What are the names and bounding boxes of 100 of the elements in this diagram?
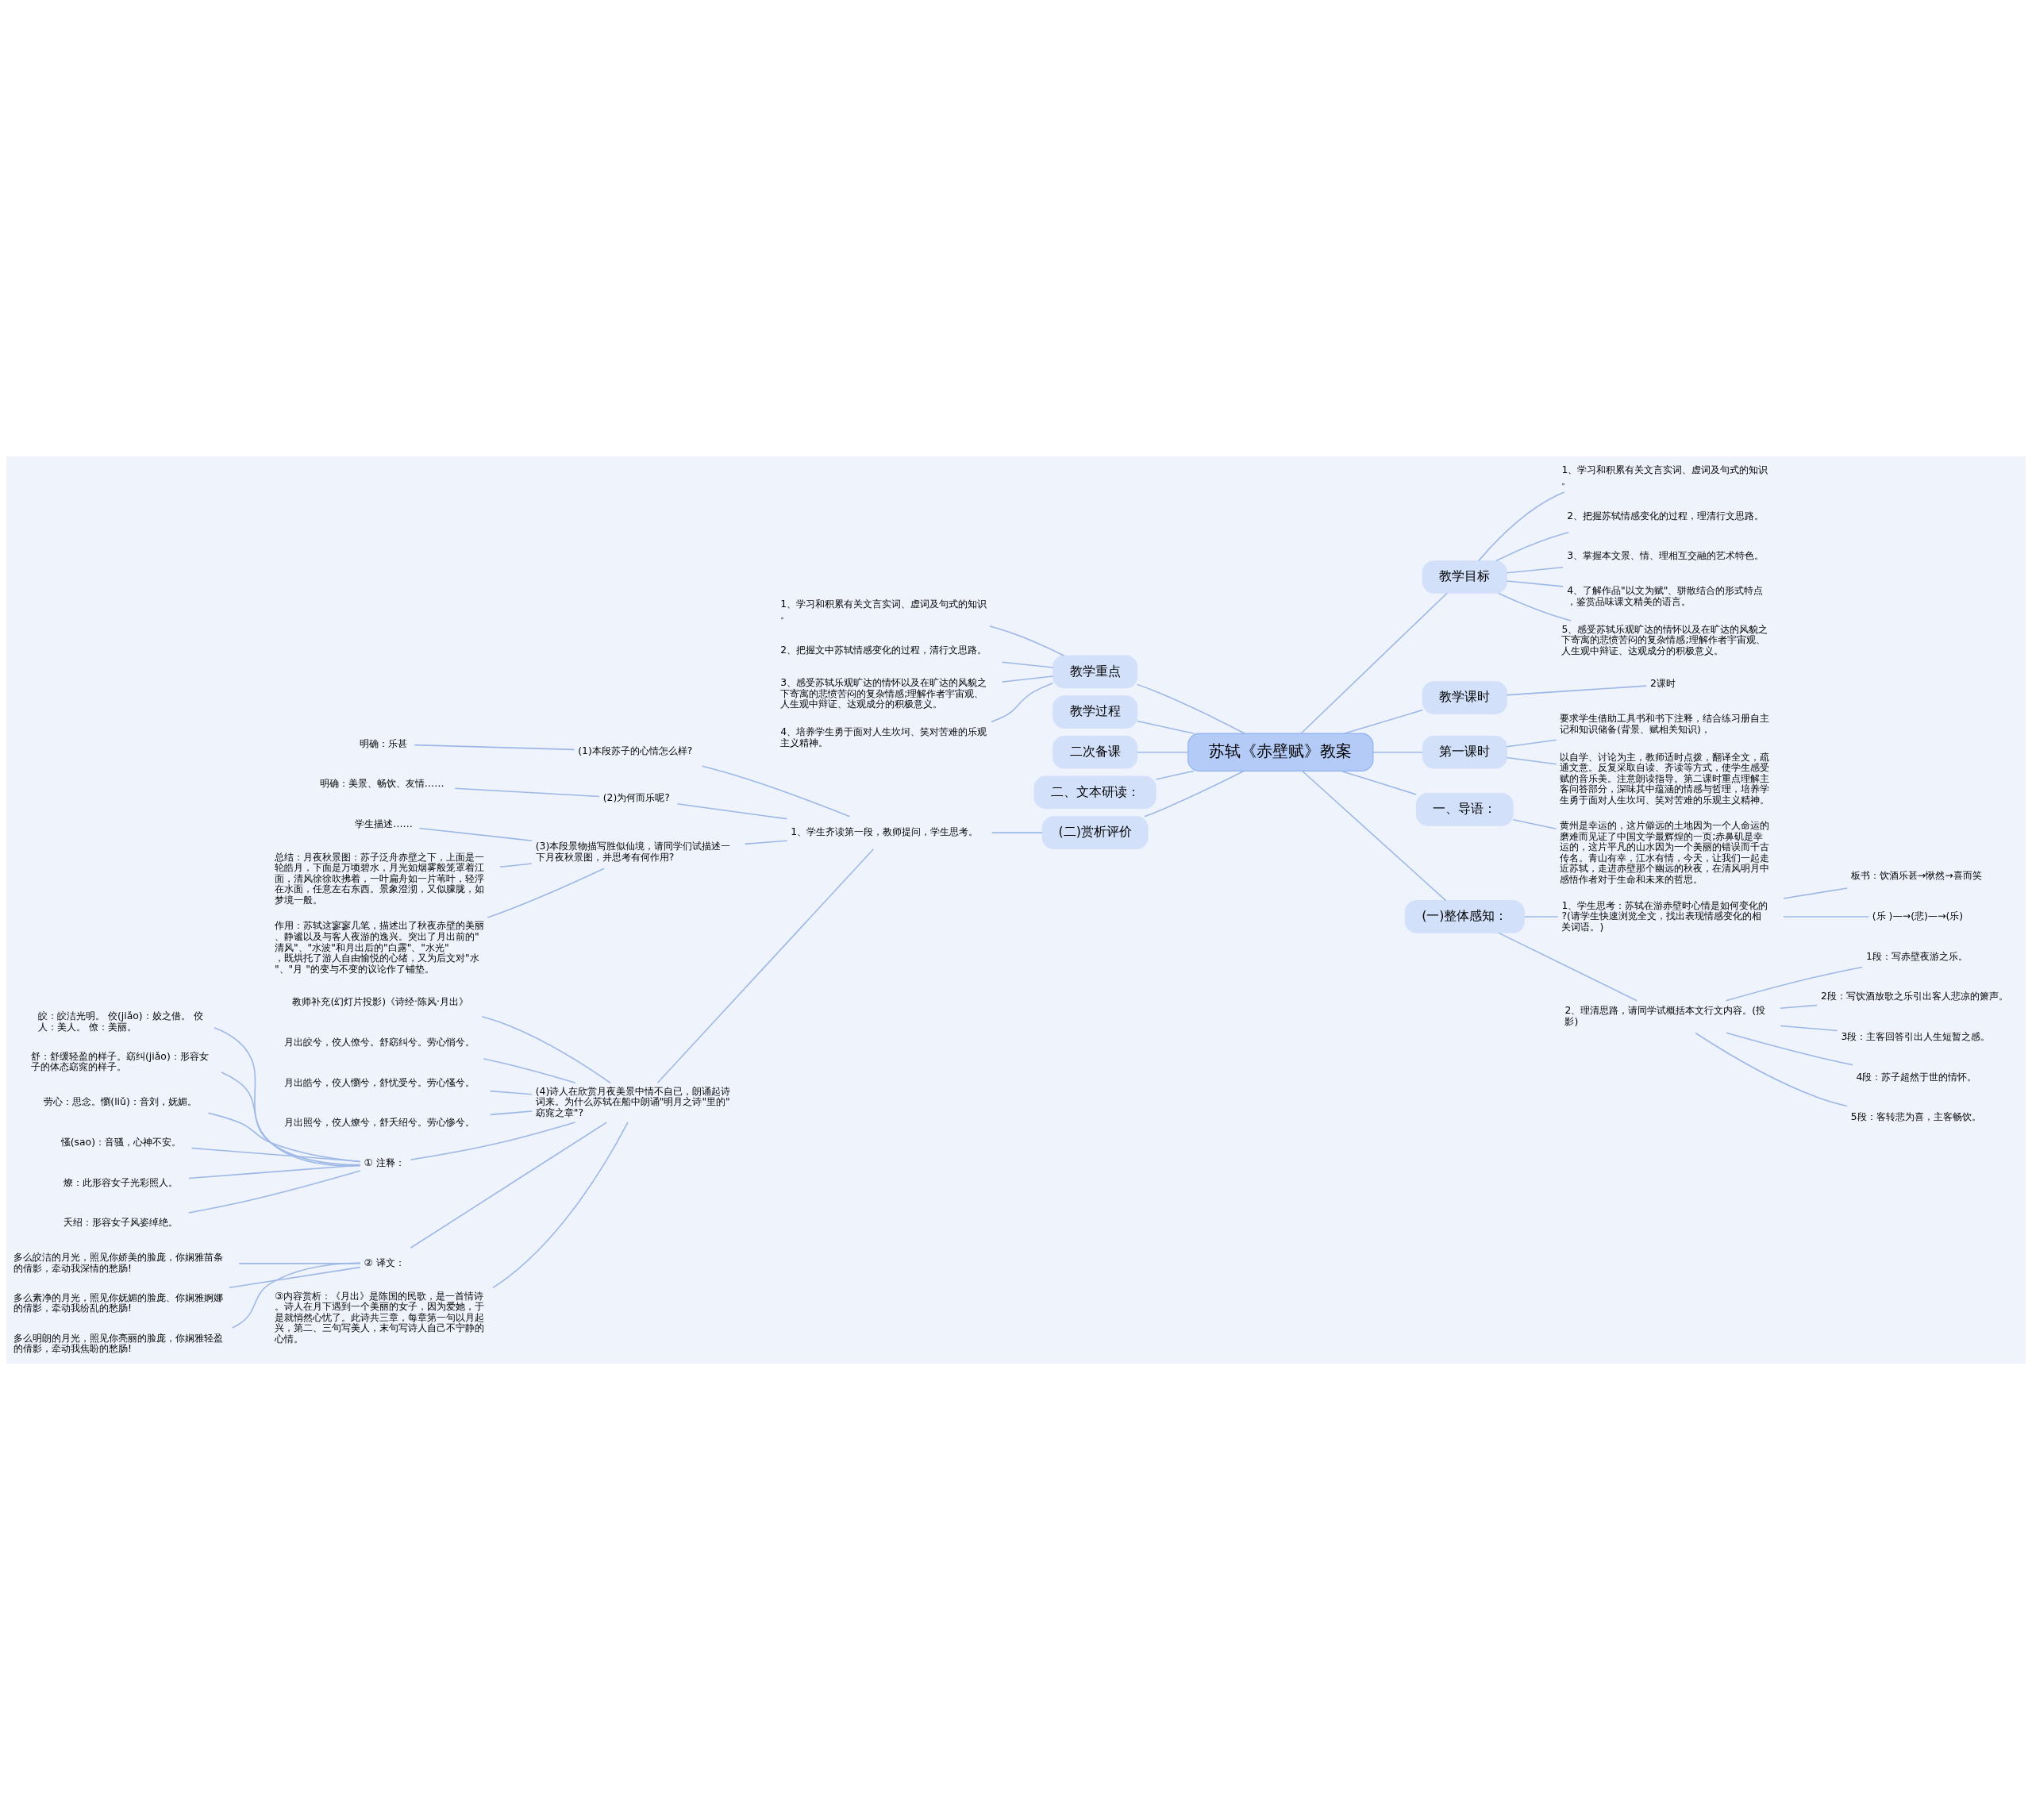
node-text: (乐 )—→(悲)—→(乐) (1872, 910, 1964, 922)
node-text: 黄州是幸运的，这片僻远的土地因为一个人命运的磨难而见证了中国文学最辉煌的一页;赤鼻矶是幸运的，这片平凡的山水因为一个美丽的错误而千古传名。青山有幸，江水有情，今天，让我们一起走近苏轼，走进赤壁那个幽远的秋夜，在清风明月中感悟作者对于生命和未来的哲思。 (1560, 820, 1770, 885)
connector (1506, 580, 1564, 587)
connector (1136, 683, 1245, 734)
connector (418, 827, 533, 841)
node-text: 月出皓兮，佼人懰兮，舒忧受兮。劳心慅兮。 (284, 1076, 475, 1088)
node-text: 教师补充(幻灯片投影)《诗经·陈风·月出》 (292, 996, 468, 1008)
node-text: 要求学生借助工具书和书下注释，结合练习册自主记和知识储备(背景、赋相关知识)， (1560, 713, 1770, 735)
node-text: ① 注释： (364, 1156, 405, 1168)
node-text: 1、学生思考：苏轼在游赤壁时心情是如何变化的?(请学生快速浏览全文，找出表现情感变化的相关词语。) (1561, 899, 1768, 933)
connector (410, 1122, 607, 1249)
node-text: ② 译文： (364, 1257, 405, 1269)
connector (1372, 751, 1423, 753)
node-text: 3段：主客回答引出人生短暂之感。 (1841, 1031, 1991, 1043)
connector (481, 1015, 611, 1084)
connector (1341, 770, 1418, 795)
connector (492, 1122, 629, 1288)
connector (1136, 751, 1189, 753)
node-text: 夭绍：形容女子风姿绰绝。 (64, 1217, 179, 1229)
node-text: ③内容赏析：《月出》是陈国的民歌，是一首情诗。诗人在月下遇到一个美丽的女子，因为爱她，于是就悄然心忧了。此诗共三章，每章第一句以月起兴，第二、三句写美人，末句写诗人自己不宁静的心情。 (274, 1290, 484, 1345)
node-text: 明确：乐甚 (360, 737, 408, 749)
connector (1136, 720, 1195, 734)
node-text: 2课时 (1649, 678, 1676, 690)
connector (1506, 566, 1564, 574)
connector (1780, 1004, 1818, 1009)
connector (1302, 770, 1447, 902)
node-text: 劳心：思念。懰(liǔ)：音刘，妩媚。 (44, 1096, 197, 1108)
node-box: (二)赏析评价 (1041, 816, 1149, 849)
connector (1155, 770, 1195, 780)
connector (1001, 661, 1054, 668)
connector (188, 1164, 361, 1179)
connector (656, 848, 875, 1083)
connector (414, 744, 575, 751)
node-text: 5、感受苏轼乐观旷达的情怀以及在旷达的风貌之下寄寓的悲愤苦闷的复杂情感;理解作者宇宙观、人生观中辩证、达观成分的积极意义。 (1561, 623, 1768, 656)
connector (489, 1090, 533, 1095)
connector (1506, 685, 1647, 696)
connector (1506, 756, 1557, 765)
node-text: 板书：饮酒乐甚→愀然→喜而笑 (1850, 870, 1982, 882)
node-text: 总结：月夜秋景图：苏子泛舟赤壁之下，上面是一轮皓月，下面是万顷碧水，月光如烟雾般笼罩着江面，清风徐徐吹拂着，一叶扁舟如一片苇叶，轻浮在水面，任意左右东西。景象澄沏，又似朦胧，如梦境一般。 (274, 851, 484, 906)
connector (744, 840, 788, 845)
connector (989, 625, 1065, 656)
connector (1478, 491, 1565, 562)
node-text: (1)本段苏子的心情怎么样? (578, 745, 693, 756)
connector (1523, 916, 1559, 918)
connector (1783, 887, 1848, 899)
node-text: 月出皎兮，佼人僚兮。舒窈纠兮。劳心悄兮。 (284, 1036, 475, 1048)
connector (1498, 592, 1572, 621)
connector (991, 832, 1043, 833)
connector (487, 868, 605, 918)
connector (1495, 532, 1570, 562)
node-text: 4、了解作品"以文为赋"、骈散结合的形式特点，鉴赏品味课文精美的语言。 (1567, 585, 1764, 607)
connector (1695, 1032, 1848, 1107)
node-text: 多么皎洁的月光，照见你娇美的脸庞，你娴雅苗条的倩影，牵动我深情的愁肠! (13, 1252, 224, 1274)
connector (1726, 1032, 1853, 1066)
node-text: 4、培养学生勇于面对人生坎坷、笑对苦难的乐观主义精神。 (780, 726, 987, 748)
connector (1783, 916, 1869, 918)
node-box: 第一课时 (1422, 735, 1507, 769)
node-text: 3、感受苏轼乐观旷达的情怀以及在旷达的风貌之下寄寓的悲愤苦闷的复杂情感;理解作者宇宙观、人生观中辩证、达观成分的积极意义。 (780, 677, 987, 710)
connector (499, 863, 533, 868)
node-text: 慅(sao)：音骚，心神不安。 (60, 1137, 182, 1148)
connector (238, 1263, 361, 1264)
node-text: 2、理清思路，请同学试概括本文行文内容。(投影) (1564, 1005, 1766, 1027)
node-text: 2段：写饮酒放歌之乐引出客人悲凉的箫声。 (1821, 991, 2008, 1002)
node-text: 学生描述…… (355, 818, 413, 830)
node-box: (一)整体感知： (1404, 900, 1525, 933)
node-text: (2)为何而乐呢? (602, 792, 670, 804)
node-text: 作用：苏轼这寥寥几笔，描述出了秋夜赤壁的美丽、静谧以及与客人夜游的逸兴。突出了月出前的"清风"、"水波"和月出后的"白露"、"水光"，既烘托了游人自由愉悦的心绪，又为后文对"水"、"月 "的变与不变的议论作了铺垫。 (274, 920, 484, 975)
connector (991, 683, 1054, 723)
connector (1144, 770, 1245, 818)
node-text: 多么素净的月光，照见你妩媚的脸庞、你娴雅婀娜的倩影，牵动我纷乱的愁肠! (13, 1291, 224, 1314)
node-box: 教学重点 (1053, 655, 1138, 689)
connector (489, 1110, 533, 1116)
connector (214, 1026, 361, 1167)
node-text: (4)诗人在欣赏月夜美景中情不自已，朗诵起诗词来。为什么苏轼在船中朗诵"明月之诗"里的"窈窕之章"? (535, 1085, 731, 1118)
node-text: 皎：皎洁光明。 佼(jiǎo)：姣之借。 佼人：美人。 僚：美丽。 (38, 1010, 203, 1033)
connector (229, 1266, 361, 1289)
node-text: 燎：此形容女子光彩照人。 (64, 1176, 179, 1188)
node-text: 月出照兮，佼人燎兮，舒夭绍兮。劳心惨兮。 (284, 1117, 475, 1129)
connector (1498, 932, 1638, 1002)
node-text: 3、掌握本文景、情、理相互交融的艺术特色。 (1567, 550, 1765, 562)
node-text: 以自学、讨论为主，教师适时点拨，翻译全文，疏通文意。反复采取自读、齐读等方式，使学生感受赋的音乐美。注意朗读指导。第二课时重点理解主客问答部分，深味其中蕴涵的情感与哲理，培养学生勇于面对人生坎坷、笑对苦难的乐观主义精神。 (1560, 751, 1770, 806)
connector (410, 1122, 576, 1160)
node-text: 2、把握文中苏轼情感变化的过程，清行文思路。 (780, 644, 987, 656)
node-box: 二、文本研读： (1033, 775, 1156, 810)
connector (676, 803, 788, 820)
node-box: 教学课时 (1422, 681, 1507, 714)
node-text: 1段：写赤壁夜游之乐。 (1865, 950, 1968, 962)
node-text: 5段：客转悲为喜，主客畅饮。 (1850, 1111, 1981, 1123)
connector (702, 765, 851, 818)
connector (232, 1262, 361, 1329)
node-text: 4段：苏子超然于世的情怀。 (1856, 1071, 1977, 1083)
connector (1780, 1025, 1838, 1032)
node-text: 舒：舒缓轻盈的样子。窈纠(jiǎo)：形容女子的体态窈窕的样子。 (31, 1050, 209, 1073)
connector (1725, 966, 1863, 1002)
node-box: 一、导语： (1415, 792, 1514, 826)
node-text: 2、把握苏轼情感变化的过程，理清行文思路。 (1567, 510, 1765, 521)
connector (1506, 739, 1557, 748)
node-text: (3)本段景物描写胜似仙境，请同学们试描述一下月夜秋景图，并思考有何作用? (535, 841, 731, 863)
connector (190, 1147, 361, 1163)
connector (1344, 709, 1423, 734)
